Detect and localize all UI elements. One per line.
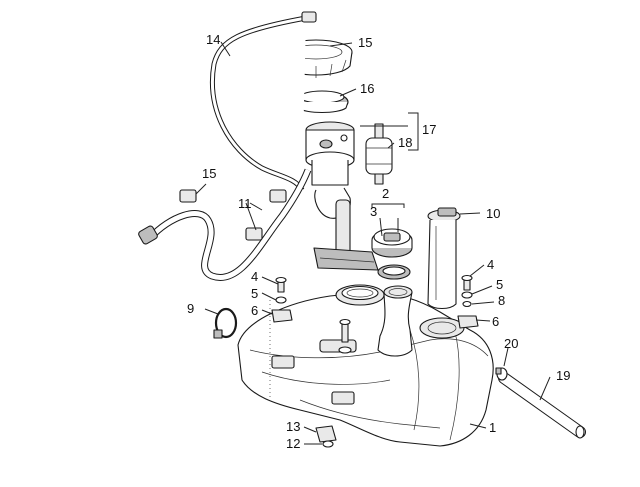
callout-5-left: 5: [251, 286, 258, 301]
screw-center: [338, 318, 352, 354]
screw-left: [275, 276, 287, 293]
callout-9: 11: [238, 196, 252, 211]
bracket-right: [457, 315, 479, 329]
callout-10: 9: [187, 301, 194, 316]
vent-hose: [138, 168, 312, 281]
callout-3: 3: [370, 204, 377, 219]
callout-4-right: 4: [487, 257, 494, 272]
callout-17: 17: [422, 122, 436, 137]
callout-8: 10: [486, 206, 500, 221]
callout-13: 15: [202, 166, 216, 181]
callout-19: 19: [556, 368, 570, 383]
callout-labels: 14 15 16 17 18 15 2 3 11 10 4 5 6 4 5 8 …: [187, 32, 570, 451]
callout-6-left: 6: [251, 303, 258, 318]
callout-12: 13: [286, 419, 300, 434]
drain-hose: [498, 372, 586, 439]
hose-clamp: [213, 307, 238, 339]
callout-11: 12: [286, 436, 300, 451]
screw-right: [461, 274, 473, 291]
callout-14: 14: [206, 32, 220, 47]
callout-4-left: 4: [251, 269, 258, 284]
fuel-level-sender: [427, 207, 461, 310]
filler-neck: [377, 285, 413, 357]
leader-lines: [195, 41, 551, 445]
breather-hose: [210, 11, 317, 192]
bracket-bottom: [315, 425, 337, 448]
callout-20: 20: [504, 336, 518, 351]
tank-flange-ring: [335, 284, 385, 306]
pump-seal-ring: [295, 90, 349, 114]
callout-7: 8: [498, 293, 505, 308]
callout-1: 1: [489, 420, 496, 435]
callout-6-right: 6: [492, 314, 499, 329]
fuel-cap: [371, 228, 413, 258]
washer-right: [461, 291, 473, 308]
cap-gasket: [377, 264, 411, 280]
callout-16: 16: [360, 81, 374, 96]
bracket-left: [271, 309, 293, 323]
callout-15: 15: [358, 35, 372, 50]
fuel-tank: [237, 291, 494, 447]
hose-clip: [495, 367, 508, 381]
fuel-pump-assembly: [305, 121, 379, 271]
callout-2: 2: [382, 186, 389, 201]
washer-left: [275, 296, 287, 304]
callout-5-right: 5: [496, 277, 503, 292]
fuel-filter: [365, 123, 393, 185]
callout-18: 18: [398, 135, 412, 150]
